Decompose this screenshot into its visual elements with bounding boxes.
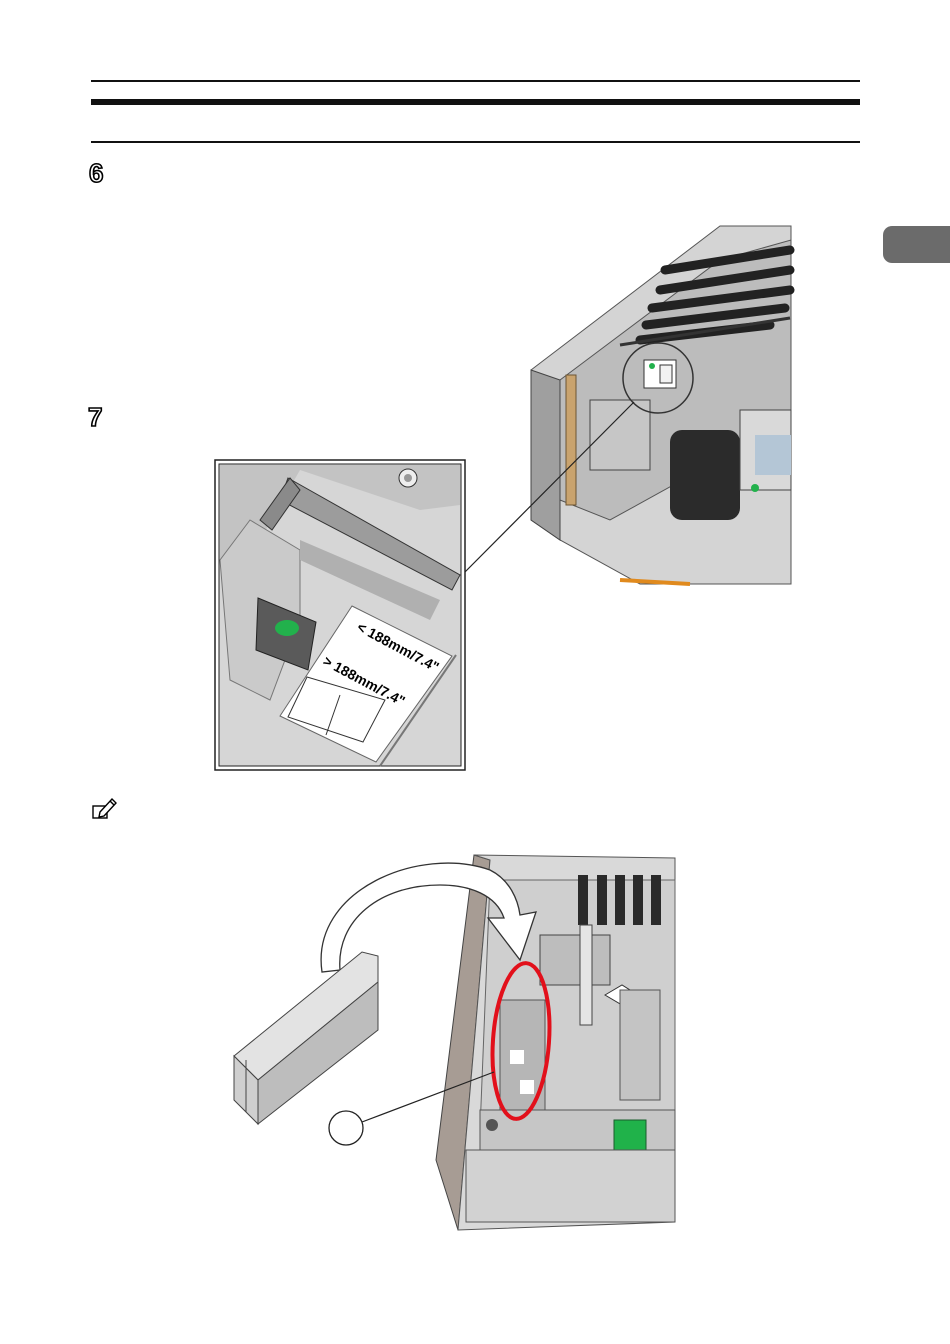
pencil-note-icon	[92, 796, 118, 820]
guide-insertion-drawing	[436, 855, 675, 1230]
detached-guide-part	[234, 952, 378, 1124]
callout-marker	[329, 1111, 363, 1145]
detail-inset	[215, 460, 465, 770]
machine-overview-drawing	[531, 226, 791, 584]
